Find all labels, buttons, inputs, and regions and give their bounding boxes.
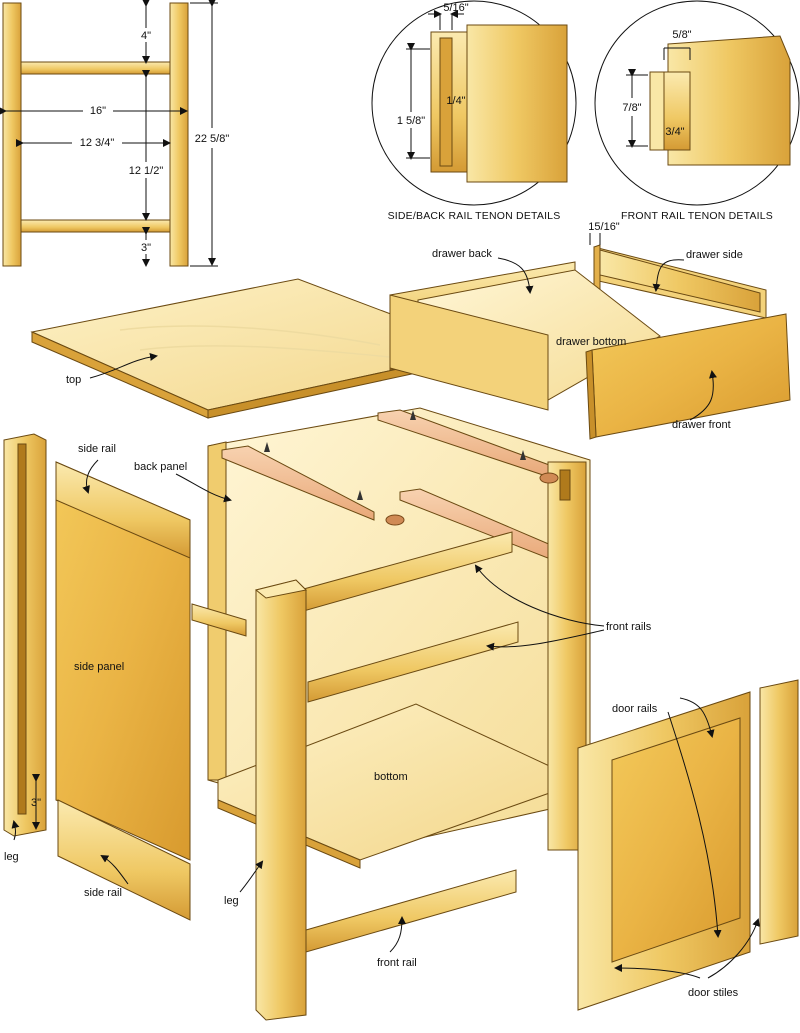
label-front-rail: front rail (377, 957, 417, 969)
label-door-rails: door rails (612, 703, 658, 715)
label-side-panel: side panel (74, 661, 124, 673)
dim-fr-width: 5/8" (672, 29, 691, 41)
leader-lines (11, 257, 760, 979)
front-tenon-detail: 5/8" 7/8" 3/4" FRONT RAIL TENON DETAILS (594, 0, 800, 222)
label-leg-front: leg (224, 895, 239, 907)
side-back-caption: SIDE/BACK RAIL TENON DETAILS (388, 210, 561, 222)
dim-sb-length: 1 5/8" (397, 115, 425, 127)
left-side-assembly: 3" (3, 433, 191, 921)
dim-drawer-groove: 15/16" (588, 221, 620, 233)
dim-fr-depth: 3/4" (665, 126, 684, 138)
dim-leg-groove: 3" (31, 797, 41, 809)
label-leg-left: leg (4, 851, 19, 863)
front-elevation: 4" 16" 12 3/4" 12 1/2" 3" 22 5/8" (0, 0, 230, 267)
label-bottom: bottom (374, 771, 408, 783)
label-back-panel: back panel (134, 461, 187, 473)
label-drawer-bottom: drawer bottom (556, 336, 626, 348)
labels: drawer back drawer side drawer bottom dr… (4, 248, 743, 999)
label-door-stiles: door stiles (688, 987, 739, 999)
label-drawer-side: drawer side (686, 249, 743, 261)
label-top: top (66, 374, 81, 386)
label-drawer-back: drawer back (432, 248, 492, 260)
side-back-tenon-detail: 1 5/8" 5/16" 1/4" SIDE/BACK RAIL TENON D… (371, 0, 577, 222)
dim-sb-thickness: 5/16" (443, 2, 468, 14)
dim-bottom-gap: 3" (141, 242, 151, 254)
dim-sb-depth: 1/4" (446, 95, 465, 107)
dim-fr-length: 7/8" (622, 102, 641, 114)
front-caption: FRONT RAIL TENON DETAILS (621, 210, 773, 222)
dim-outer-width: 16" (90, 105, 106, 117)
door-assembly (577, 679, 799, 1011)
label-side-rail-bottom: side rail (84, 887, 122, 899)
dim-top-gap: 4" (141, 30, 151, 42)
label-drawer-front: drawer front (672, 419, 731, 431)
dim-inner-width: 12 3/4" (80, 137, 115, 149)
label-front-rails: front rails (606, 621, 652, 633)
dim-middle-gap: 12 1/2" (129, 165, 164, 177)
carcass (191, 407, 591, 1021)
dim-overall-height: 22 5/8" (195, 133, 230, 145)
label-side-rail-top: side rail (78, 443, 116, 455)
